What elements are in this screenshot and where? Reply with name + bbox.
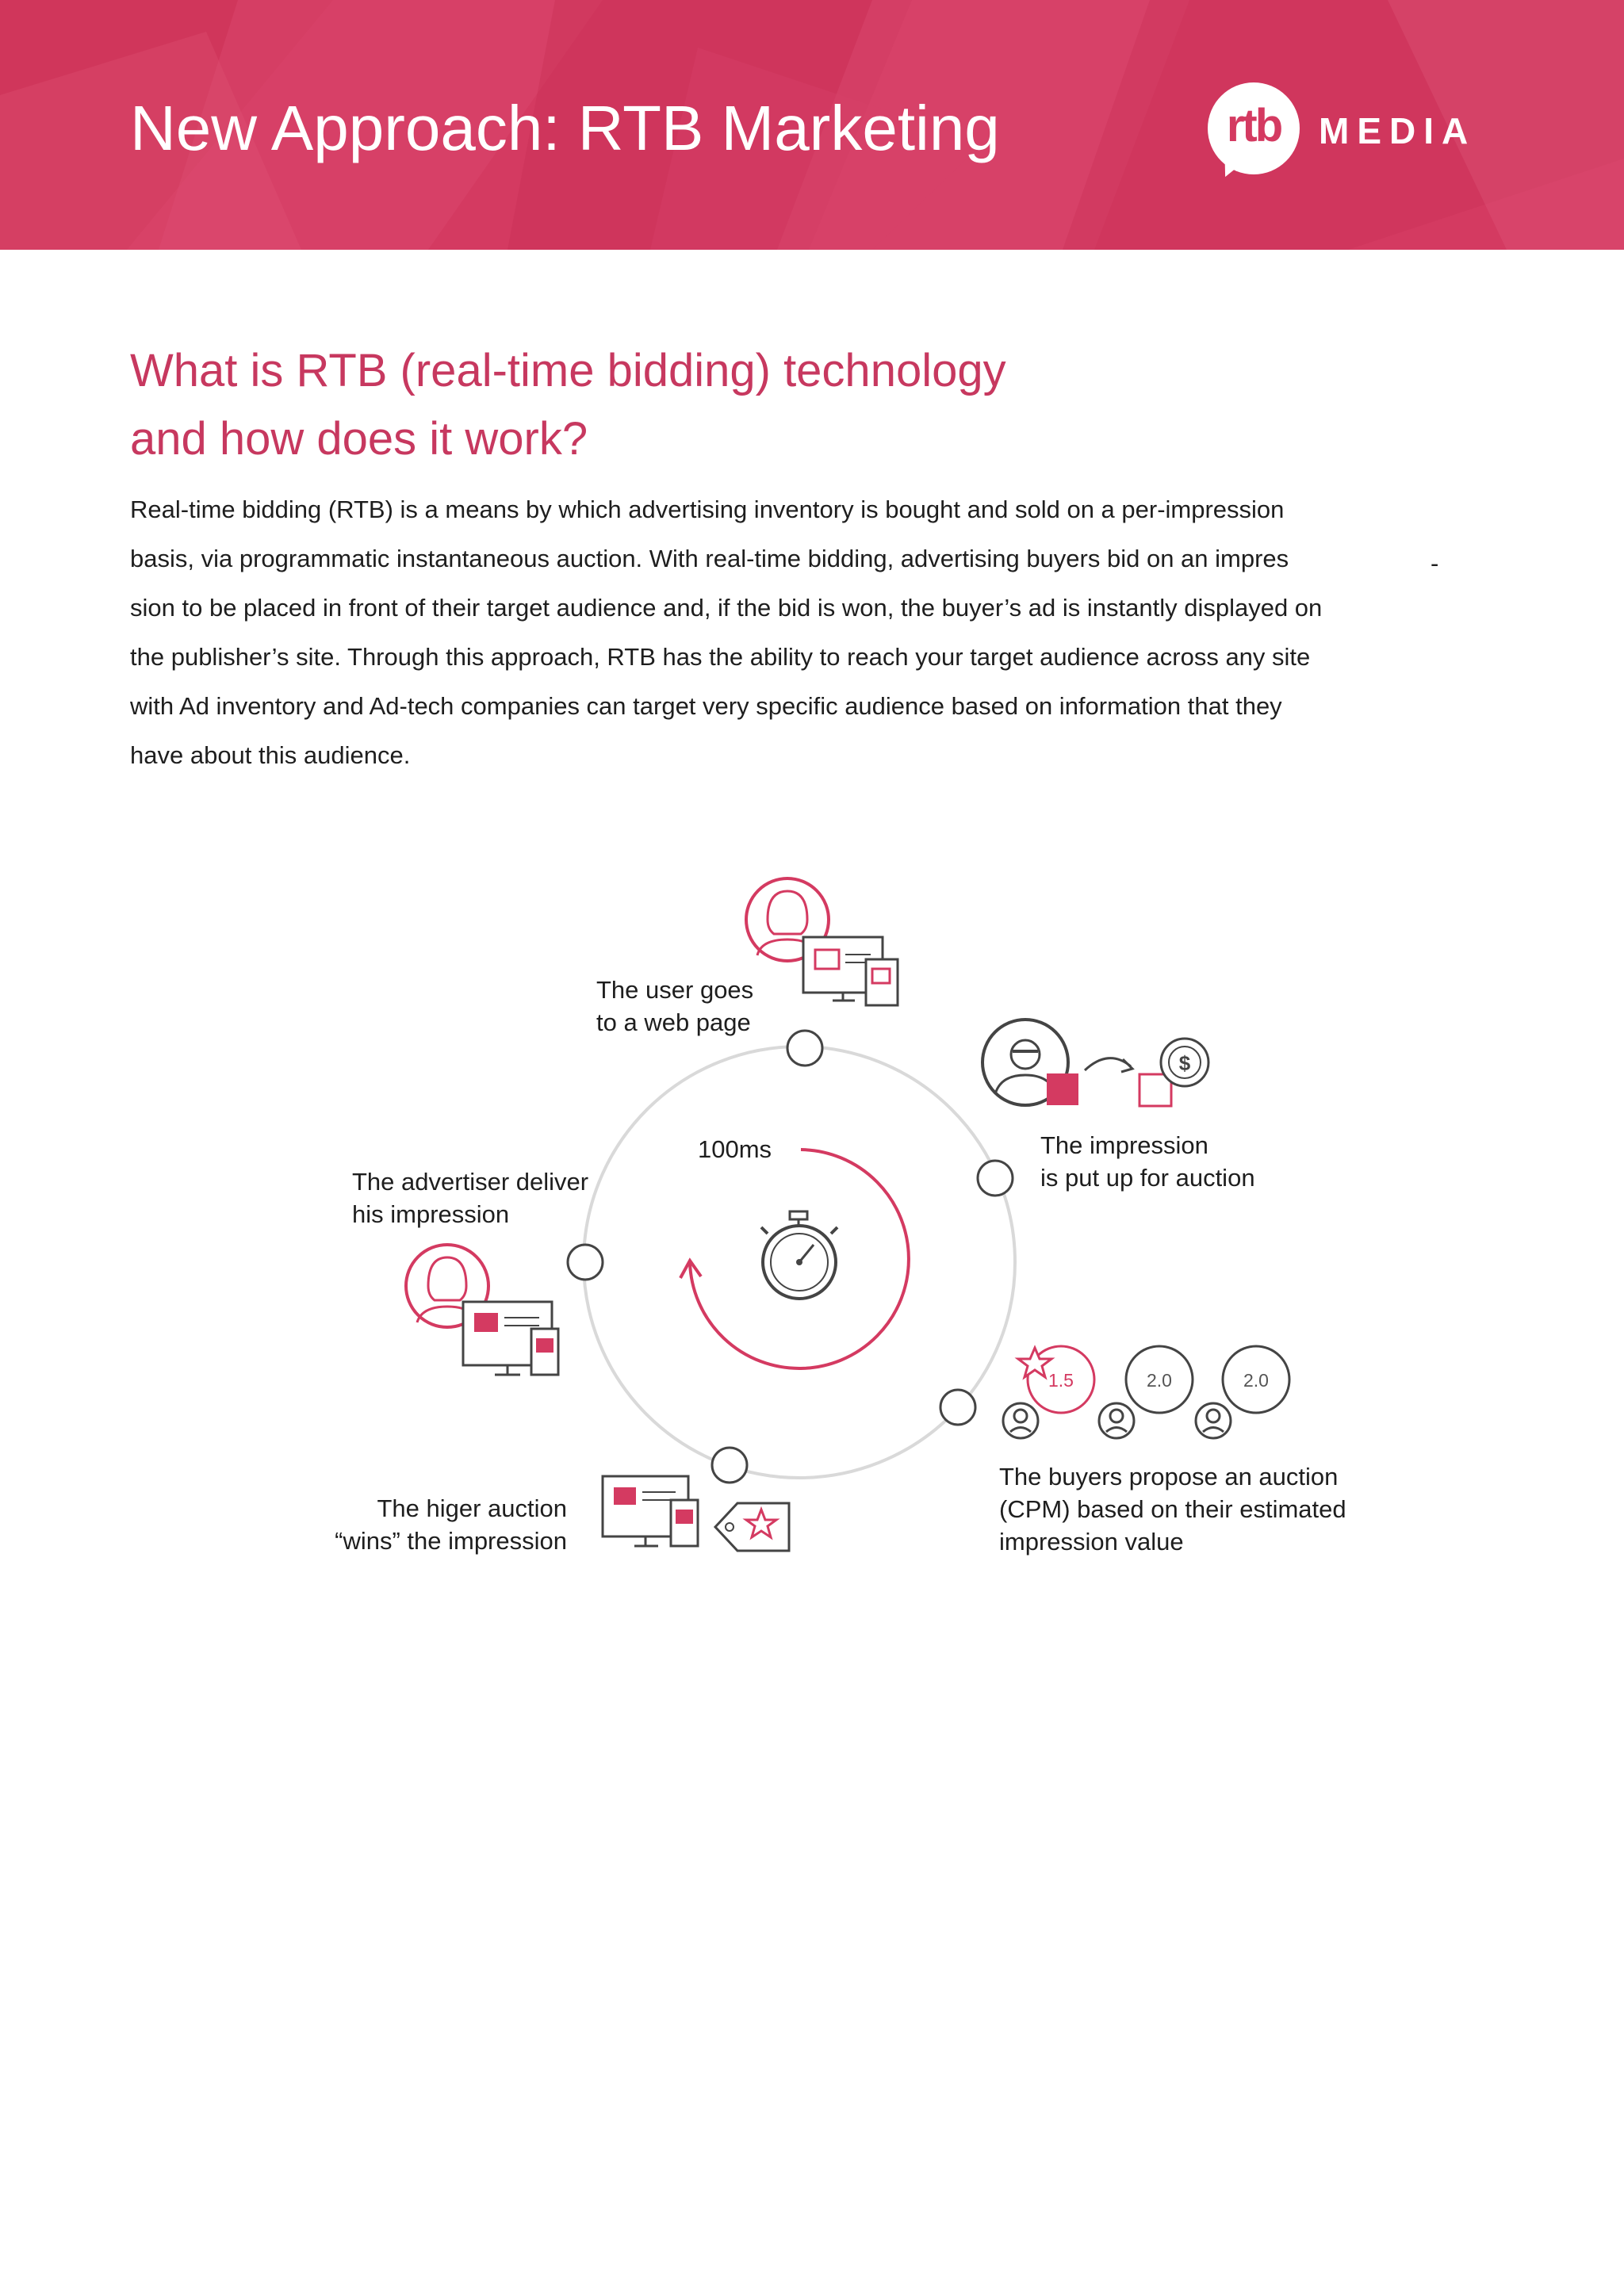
buyer-icon bbox=[1194, 1402, 1232, 1440]
logo-wordmark: MEDIA bbox=[1319, 110, 1477, 151]
step-label-line: “wins” the impression bbox=[335, 1527, 567, 1555]
phone-icon bbox=[530, 1327, 560, 1376]
intro-line: the publisher’s site. Through this appro… bbox=[130, 643, 1311, 671]
star-icon bbox=[1014, 1345, 1055, 1380]
tablet-icon bbox=[864, 958, 899, 1007]
step-label-line: The buyers propose an auction bbox=[999, 1463, 1339, 1490]
page-title: New Approach: RTB Marketing bbox=[130, 93, 1000, 163]
header-background bbox=[0, 0, 1624, 250]
logo-mark: rtb bbox=[1208, 82, 1300, 184]
dollar-glyph: $ bbox=[1179, 1051, 1191, 1075]
step-node bbox=[939, 1388, 977, 1426]
intro-line: sion to be placed in front of their targ… bbox=[130, 594, 1323, 622]
header-banner: New Approach: RTB Marketing rtb MEDIA bbox=[0, 0, 1624, 250]
step-node bbox=[976, 1159, 1014, 1197]
bid-value: 2.0 bbox=[1147, 1370, 1172, 1391]
timer-label: 100ms bbox=[698, 1135, 772, 1163]
step-node bbox=[786, 1029, 824, 1067]
step-label-auction: The impression is put up for auction bbox=[1040, 1129, 1255, 1194]
step-label-buyers: The buyers propose an auction (CPM) base… bbox=[999, 1460, 1346, 1558]
step-label-line: impression value bbox=[999, 1528, 1184, 1556]
step-label-user: The user goes to a web page bbox=[596, 974, 753, 1039]
intro-line: have about this audience. bbox=[130, 741, 411, 769]
bid-bubble bbox=[1221, 1345, 1291, 1414]
price-tag-icon bbox=[713, 1502, 791, 1552]
section-heading: What is RTB (real-time bidding) technolo… bbox=[130, 337, 1320, 473]
arrow-icon bbox=[679, 1257, 703, 1279]
intro-hyphen: - bbox=[1431, 549, 1439, 577]
step-label-line: to a web page bbox=[596, 1008, 751, 1036]
step-label-line: The higer auction bbox=[377, 1494, 567, 1522]
intro-line: basis, via programmatic instantaneous au… bbox=[130, 545, 1289, 572]
intro-line: Real-time bidding (RTB) is a means by wh… bbox=[130, 496, 1285, 523]
advertiser-icon bbox=[981, 1018, 1078, 1107]
logo-mark-text: rtb bbox=[1226, 100, 1283, 151]
bid-value: 1.5 bbox=[1048, 1370, 1074, 1391]
step-label-line: The impression bbox=[1040, 1131, 1208, 1159]
step-node bbox=[566, 1243, 604, 1281]
step-label-line: The advertiser deliver bbox=[352, 1168, 589, 1196]
step-label-line: is put up for auction bbox=[1040, 1164, 1255, 1192]
buyer-icon bbox=[1097, 1402, 1136, 1440]
bid-bubble bbox=[1124, 1345, 1194, 1414]
stopwatch-icon bbox=[760, 1210, 839, 1300]
dollar-icon bbox=[1159, 1037, 1210, 1088]
step-label-advertiser: The advertiser deliver his impression bbox=[352, 1165, 588, 1230]
impression-square bbox=[1138, 1073, 1173, 1108]
buyer-icon bbox=[1002, 1402, 1040, 1440]
step-label-line: (CPM) based on their estimated bbox=[999, 1495, 1346, 1523]
step-label-line: his impression bbox=[352, 1200, 510, 1228]
step-label-line: The user goes bbox=[596, 976, 754, 1004]
rtb-media-logo: rtb MEDIA bbox=[1201, 79, 1477, 184]
step-node bbox=[710, 1446, 749, 1484]
tablet-icon bbox=[669, 1498, 699, 1548]
intro-paragraph: Real-time bidding (RTB) is a means by wh… bbox=[130, 485, 1462, 780]
timer-arc bbox=[688, 1148, 910, 1370]
bid-value: 2.0 bbox=[1243, 1370, 1269, 1391]
section-heading-line: and how does it work? bbox=[130, 413, 588, 465]
section-heading-line: What is RTB (real-time bidding) technolo… bbox=[130, 345, 1006, 396]
step-label-winner: The higer auction “wins” the impression bbox=[335, 1492, 567, 1557]
intro-line: with Ad inventory and Ad-tech companies … bbox=[130, 692, 1282, 720]
